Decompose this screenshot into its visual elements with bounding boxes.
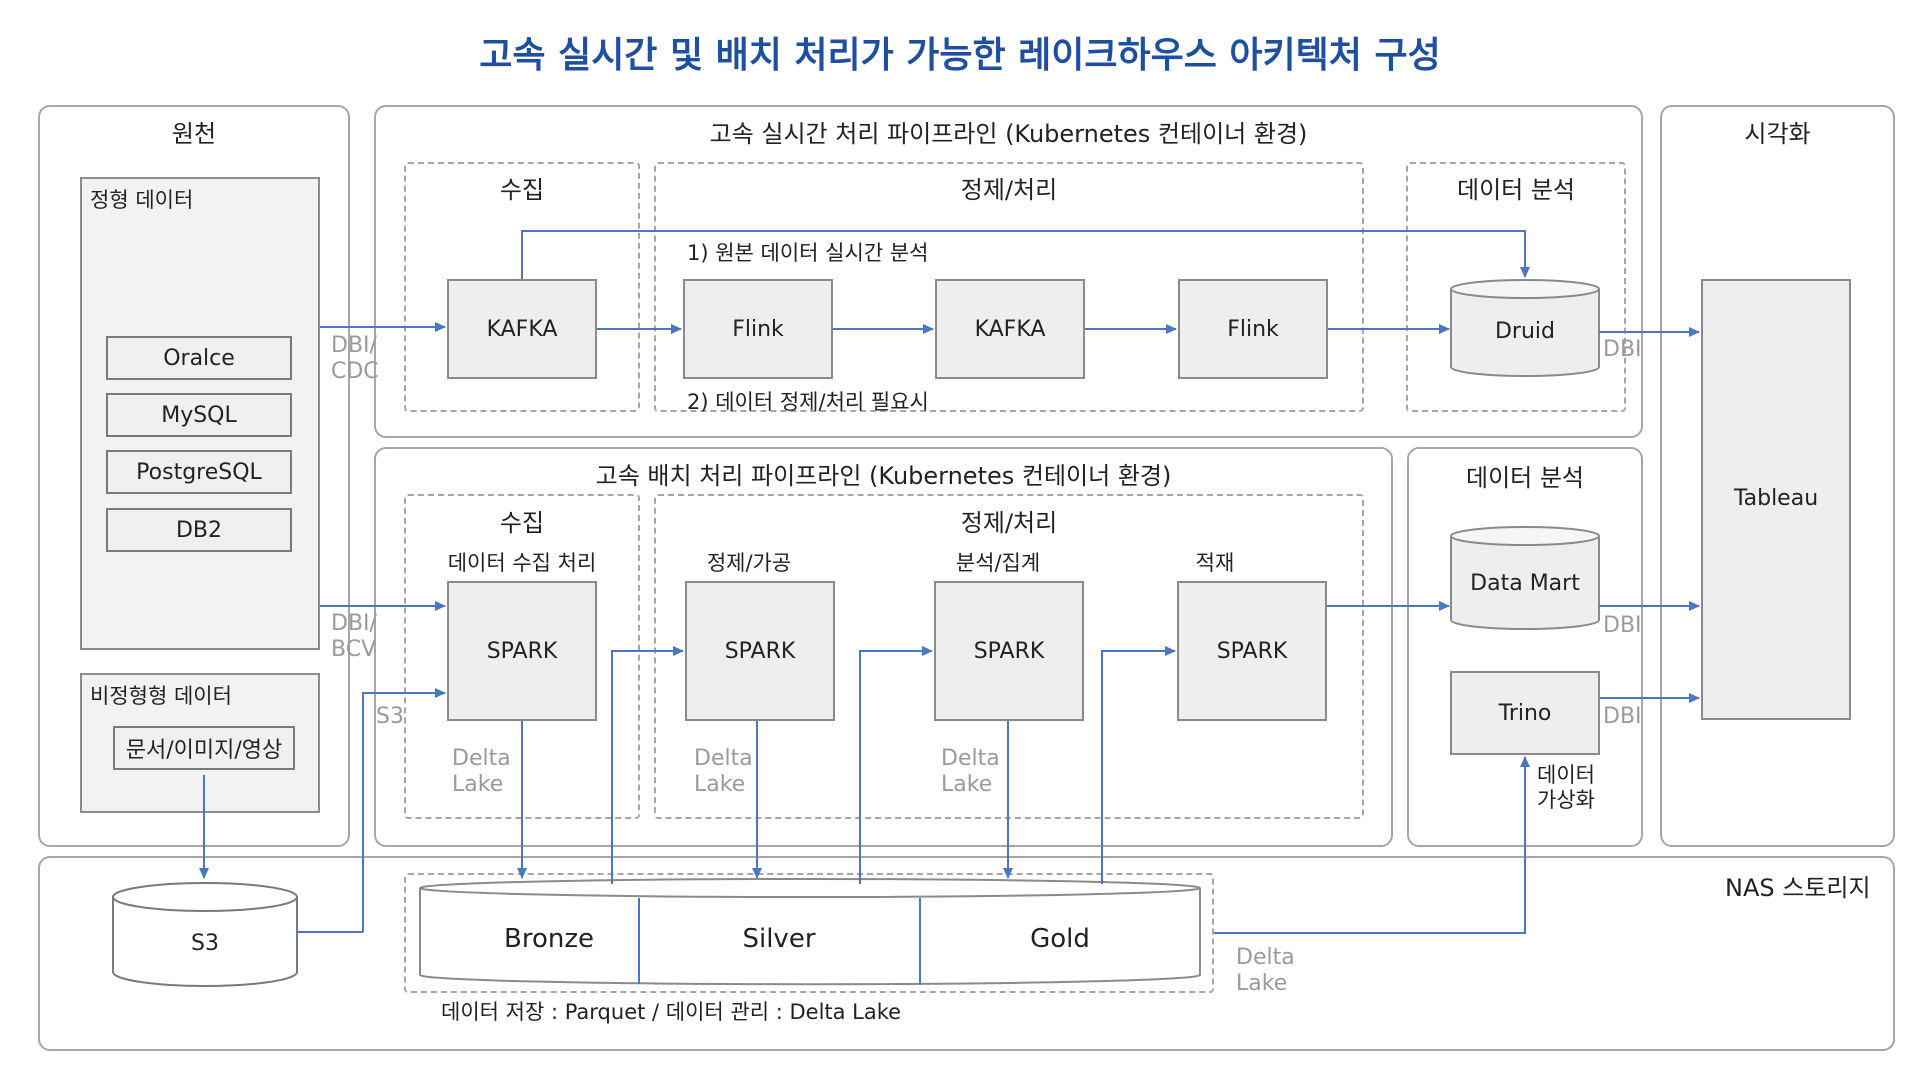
s3-label: S3 (191, 931, 219, 956)
delta-lake-label-1: Delta Lake (452, 746, 511, 797)
trino-node: Trino (1450, 671, 1600, 755)
realtime-analysis-label: 데이터 분석 (1456, 176, 1576, 204)
arrow-s3-to-spark (362, 688, 446, 932)
structured-data-label: 정형 데이터 (90, 188, 194, 212)
realtime-collect-group (404, 162, 640, 412)
delta-lake-label-3: Delta Lake (941, 746, 1000, 797)
batch-collect-label: 수집 (499, 509, 545, 537)
source-title: 원천 (171, 120, 217, 148)
arrow-kafka-to-druid-raw (521, 230, 1530, 279)
s3-input-label: S3 (376, 704, 404, 729)
step-load-label: 적재 (1195, 551, 1235, 575)
source-db2: DB2 (106, 508, 292, 552)
spark-agg-node: SPARK (934, 581, 1084, 721)
step-agg-label: 분석/집계 (955, 551, 1041, 575)
analysis-title: 데이터 분석 (1465, 464, 1585, 492)
spark-collect-node: SPARK (447, 581, 597, 721)
step-clean-label: 정제/가공 (706, 551, 792, 575)
dbi-bcv-label: DBI/ BCV (331, 611, 377, 662)
diagram-title: 고속 실시간 및 배치 처리가 가능한 레이크하우스 아키텍처 구성 (479, 35, 1441, 76)
note-raw-realtime: 1) 원본 데이터 실시간 분석 (687, 241, 929, 265)
spark-clean-node: SPARK (685, 581, 835, 721)
druid-cylinder: Druid (1450, 279, 1600, 377)
kafka-node-2: KAFKA (935, 279, 1085, 379)
batch-title: 고속 배치 처리 파이프라인 (Kubernetes 컨테이너 환경) (595, 462, 1172, 490)
flink-node-2: Flink (1178, 279, 1328, 379)
datamart-cylinder: Data Mart (1450, 526, 1600, 630)
realtime-refine-group (654, 162, 1364, 412)
source-postgresql: PostgreSQL (106, 450, 292, 494)
spark-load-node: SPARK (1177, 581, 1327, 721)
note-refine-needed: 2) 데이터 정제/처리 필요시 (687, 390, 929, 414)
tableau-node: Tableau (1701, 279, 1851, 720)
s3-cylinder: S3 (112, 882, 298, 987)
bronze-label: Bronze (504, 924, 594, 954)
silver-label: Silver (742, 924, 815, 954)
unstructured-data-label: 비정형형 데이터 (90, 684, 232, 708)
arrow-gold-to-trino (1214, 756, 1530, 934)
source-docs-images-video: 문서/이미지/영상 (113, 726, 295, 770)
flink-node-1: Flink (683, 279, 833, 379)
realtime-refine-label: 정제/처리 (960, 176, 1058, 204)
batch-refine-label: 정제/처리 (960, 509, 1058, 537)
druid-label: Druid (1495, 319, 1555, 344)
viz-title: 시각화 (1744, 120, 1811, 148)
datamart-label: Data Mart (1470, 571, 1580, 596)
storage-note: 데이터 저장 : Parquet / 데이터 관리 : Delta Lake (441, 1000, 902, 1024)
arrow-bronze-to-spark (611, 646, 684, 884)
druid-dbi-label: DBI (1603, 337, 1642, 362)
source-oracle: Oralce (106, 336, 292, 380)
delta-lake-label-2: Delta Lake (694, 746, 753, 797)
medallion-storage-group (404, 873, 1214, 993)
tableau-label: Tableau (1733, 486, 1819, 511)
gold-label: Gold (1030, 924, 1090, 954)
realtime-title: 고속 실시간 처리 파이프라인 (Kubernetes 컨테이너 환경) (709, 120, 1308, 148)
realtime-analysis-group (1406, 162, 1626, 412)
source-mysql: MySQL (106, 393, 292, 437)
nas-delta-lake-label: Delta Lake (1236, 945, 1295, 996)
arrow-gold-to-spark (1101, 646, 1176, 884)
nas-title: NAS 스토리지 (1725, 874, 1871, 902)
arrow-silver-to-spark (859, 646, 933, 884)
data-virtualization-label: 데이터 가상화 (1537, 763, 1595, 812)
datamart-dbi-label: DBI (1603, 613, 1642, 638)
realtime-panel (374, 105, 1643, 438)
step-collect-label: 데이터 수집 처리 (447, 551, 597, 575)
realtime-collect-label: 수집 (499, 176, 545, 204)
medallion-cylinder: Bronze Silver Gold (419, 878, 1201, 986)
trino-dbi-label: DBI (1603, 704, 1642, 729)
kafka-node-1: KAFKA (447, 279, 597, 379)
dbi-cdc-label: DBI/ CDC (331, 333, 379, 384)
